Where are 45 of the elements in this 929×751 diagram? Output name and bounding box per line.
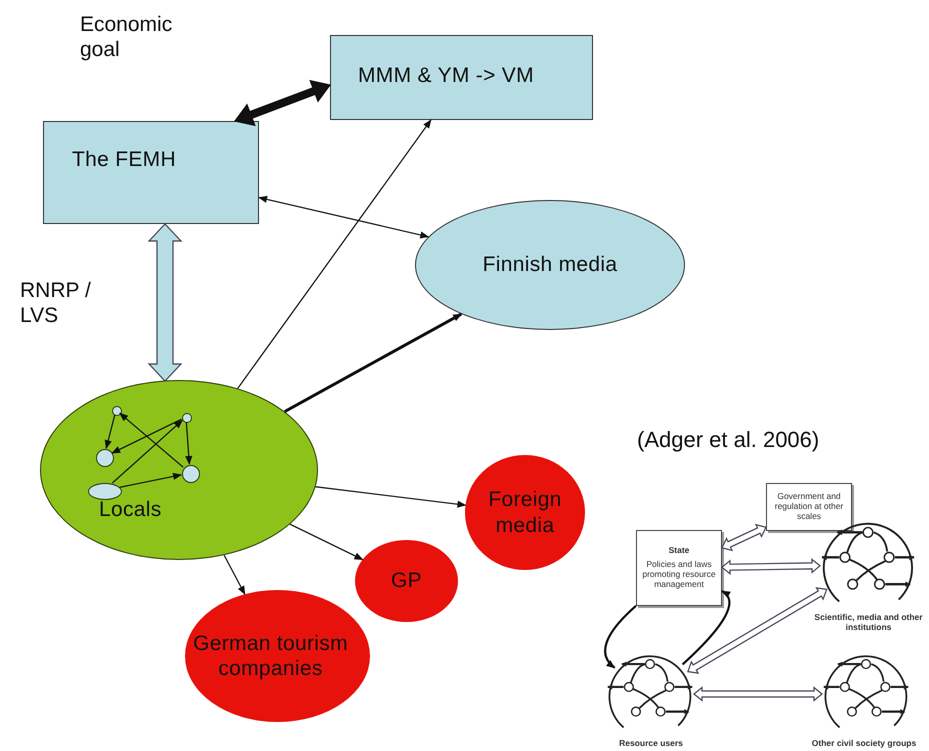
arrow (316, 486, 466, 508)
arrow (237, 119, 432, 389)
double-arrow (258, 196, 430, 238)
node-caption: Resource users (618, 739, 684, 749)
double-block-arrow (693, 686, 823, 702)
curved-arrow (682, 590, 731, 666)
double-block-arrow (148, 223, 182, 382)
double-block-arrow (721, 558, 821, 575)
double-block-arrow (234, 80, 332, 126)
node-label: The FEMH (72, 147, 176, 172)
node-label: German tourism companies (192, 630, 349, 682)
text-label: RNRP / LVS (20, 278, 92, 328)
node-label: Locals (99, 497, 162, 522)
arrow (224, 554, 246, 596)
node-label: Finnish media (482, 252, 618, 278)
node-label: Foreign media (487, 487, 563, 538)
framed-box (636, 530, 722, 606)
arrow (104, 414, 116, 450)
framed-box (766, 483, 852, 531)
arrow (111, 418, 182, 454)
text-label: Economic goal (80, 12, 174, 62)
curved-arrow (604, 604, 637, 669)
node-label: Policies and laws promoting resource management (641, 560, 717, 590)
arrow (120, 472, 182, 488)
small-circle (88, 483, 122, 500)
small-circle (182, 413, 192, 423)
process-box (43, 121, 259, 224)
double-block-arrow (687, 587, 828, 674)
node-caption: Scientific, media and other institutions (813, 613, 924, 633)
small-circle (96, 449, 114, 467)
small-circle (182, 465, 200, 483)
box-heading: State (668, 546, 690, 556)
arrow (290, 524, 364, 560)
node-label: GP (391, 568, 422, 594)
node-label: Government and regulation at other scales (774, 492, 844, 522)
arrow (185, 422, 192, 465)
small-circle (112, 406, 122, 416)
double-block-arrow (721, 524, 767, 552)
node-caption: Other civil society groups (810, 739, 918, 749)
arrow (119, 412, 184, 468)
node-label: MMM & YM -> VM (358, 63, 534, 88)
text-label: (Adger et al. 2006) (637, 427, 820, 454)
arrow (284, 312, 462, 413)
process-box (330, 35, 593, 120)
arrow (112, 420, 183, 484)
